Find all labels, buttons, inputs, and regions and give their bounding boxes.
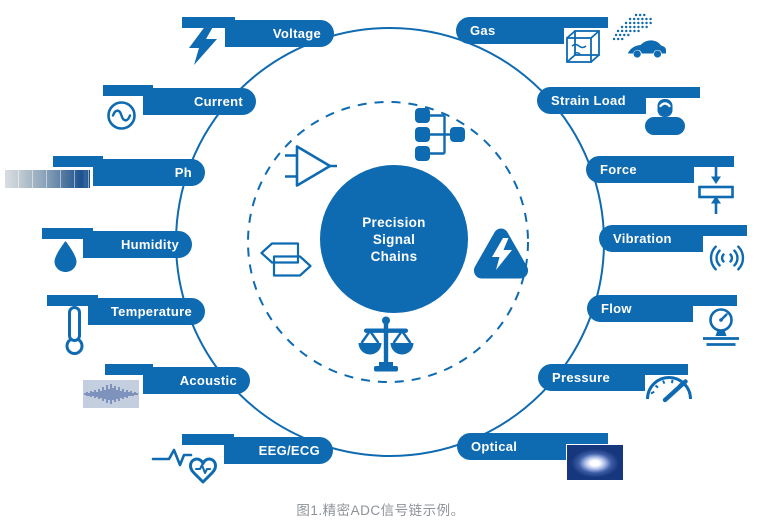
bar-strip <box>103 85 153 96</box>
sensor-label: Ph <box>174 165 192 180</box>
bar-body: Gas <box>456 17 564 44</box>
sensor-label: Flow <box>601 301 632 316</box>
bar-body: Current <box>143 88 256 115</box>
bar-body: Flow <box>587 295 693 322</box>
sensor-label: Current <box>193 94 243 109</box>
ac-sine-icon <box>107 101 136 130</box>
bar-body: Acoustic <box>143 367 250 394</box>
bar-body: Humidity <box>83 231 192 258</box>
hub-title: Precision Signal Chains <box>362 214 425 265</box>
compression-arrows-icon <box>698 166 734 214</box>
bar-body: EEG/ECG <box>224 437 333 464</box>
hub-title-line3: Chains <box>370 248 418 264</box>
bar-strip <box>554 17 608 28</box>
bar-strip <box>182 17 235 28</box>
car-emissions-icon <box>612 13 666 58</box>
bar-strip <box>693 225 747 236</box>
bar-strip <box>53 156 103 167</box>
bar-body: Strain Load <box>537 87 646 114</box>
center-hub: Precision Signal Chains <box>320 165 468 313</box>
bar-strip <box>182 434 234 445</box>
sensor-label: Temperature <box>110 304 192 319</box>
audio-waveform-icon <box>83 380 139 408</box>
sensor-label: Force <box>600 162 637 177</box>
bar-strip <box>556 433 608 444</box>
bar-strip <box>105 364 153 375</box>
bar-body: Pressure <box>538 364 645 391</box>
weight-icon <box>645 99 685 135</box>
sensor-label: EEG/ECG <box>258 443 320 458</box>
power-warning-icon <box>473 228 529 279</box>
compare-tags-icon <box>260 242 312 277</box>
balance-scale-icon <box>358 316 414 372</box>
gas-cube-icon <box>566 30 600 63</box>
bar-strip <box>47 295 98 306</box>
sensor-label: Humidity <box>120 237 179 252</box>
heart-pulse-icon <box>151 448 218 484</box>
bar-strip <box>42 228 93 239</box>
amplifier-icon <box>285 145 337 187</box>
vibration-waves-icon <box>709 245 745 271</box>
water-drop-icon <box>54 241 77 272</box>
bar-body: Voltage <box>225 20 334 47</box>
sensor-label: Acoustic <box>179 373 237 388</box>
sensor-label: Voltage <box>272 26 321 41</box>
bar-body: Optical <box>457 433 566 460</box>
lightning-bolt-icon <box>189 25 217 65</box>
bar-body: Vibration <box>599 225 703 252</box>
bar-strip <box>635 364 688 375</box>
sensor-label: Gas <box>470 23 496 38</box>
speedometer-icon <box>646 376 692 403</box>
bar-strip <box>684 156 734 167</box>
light-burst-icon <box>567 445 623 480</box>
bar-strip <box>683 295 737 306</box>
sensor-label: Vibration <box>613 231 672 246</box>
bar-body: Force <box>586 156 694 183</box>
hub-title-line1: Precision <box>362 214 426 230</box>
sensor-label: Pressure <box>552 370 611 385</box>
bar-body: Ph <box>93 159 205 186</box>
flow-gauge-icon <box>703 308 739 346</box>
hub-title-line2: Signal <box>372 231 416 247</box>
sensor-label: Optical <box>471 439 518 454</box>
thermometer-icon <box>65 306 84 355</box>
dashed-ring <box>247 101 529 383</box>
ph-strip-icon <box>5 170 90 188</box>
bar-strip <box>636 87 700 98</box>
mux-icon <box>415 108 465 161</box>
sensor-label: Strain Load <box>551 93 626 108</box>
bar-body: Temperature <box>88 298 205 325</box>
figure-caption: 图1.精密ADC信号链示例。 <box>296 503 465 518</box>
